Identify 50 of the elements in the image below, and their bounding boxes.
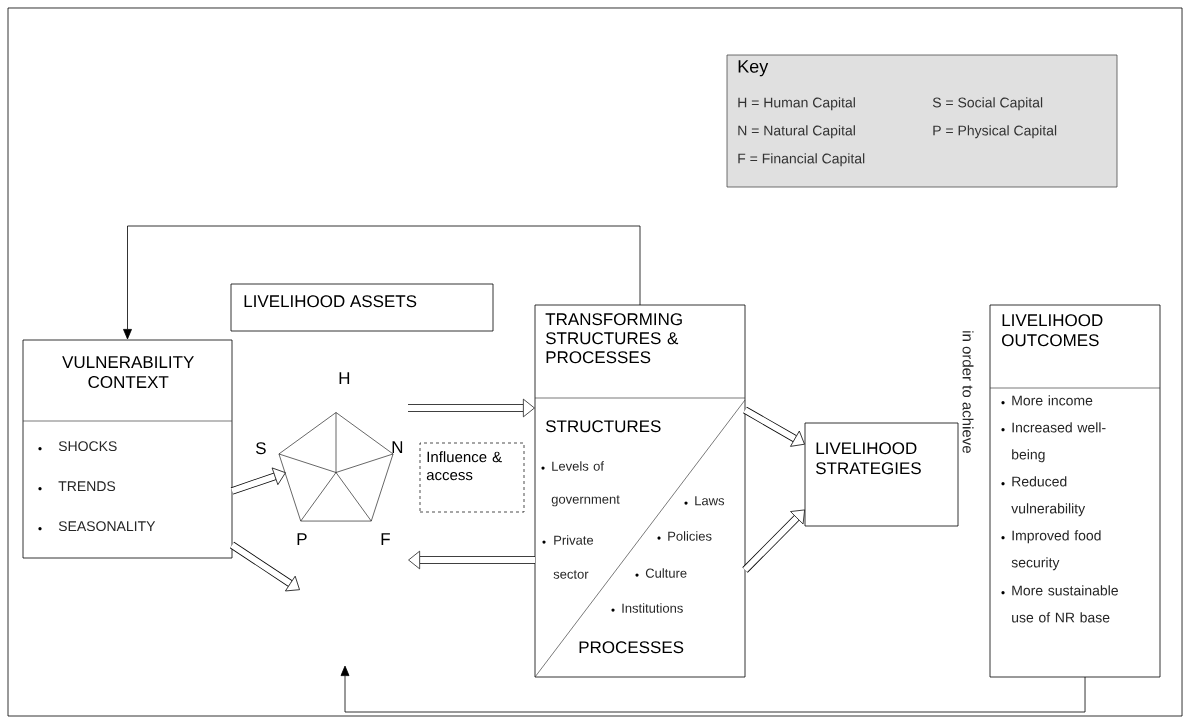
structures-box — [534, 304, 746, 678]
dashed-box — [419, 442, 525, 513]
feedback-arrow — [123, 225, 641, 340]
key-heading: Key — [738, 60, 769, 77]
block-arrow — [230, 467, 286, 495]
block-arrow — [229, 541, 300, 592]
box-heading: TRANSFORMING STRUCTURES & PROCESSES — [545, 313, 682, 364]
box-heading: LIVELIHOOD STRATEGIES — [816, 442, 921, 475]
block-arrow — [408, 398, 535, 418]
capital-letter: F — [381, 533, 390, 545]
key-entry: N = Natural Capital — [738, 125, 855, 139]
key-box — [726, 54, 1118, 188]
strategies-box — [804, 422, 959, 527]
list-item: SHOCKS — [38, 441, 117, 452]
list-item: Levels of government — [541, 461, 620, 507]
list-item: Increased well-being — [1001, 422, 1106, 463]
capital-letter: S — [255, 442, 266, 455]
list-item: More income — [1001, 395, 1093, 406]
feedback-arrow — [340, 665, 1086, 713]
list-item: Improved food security — [1001, 530, 1101, 571]
outcomes-box — [989, 304, 1161, 678]
box-heading: LIVELIHOOD ASSETS — [244, 295, 417, 308]
list-item: Private sector — [542, 535, 594, 579]
list-item: SEASONALITY — [38, 521, 156, 532]
list-item: Laws — [684, 496, 725, 506]
context-box — [22, 339, 233, 559]
box-heading: VULNERABILITY CONTEXT — [62, 356, 194, 389]
vertical-caption: in order to achieve — [962, 331, 974, 453]
asset-pentagon — [255, 372, 403, 545]
block-arrow — [742, 509, 805, 573]
capital-letter: P — [297, 533, 307, 545]
block-arrow — [408, 550, 535, 570]
list-item: Institutions — [611, 603, 683, 613]
title-box — [230, 283, 494, 332]
capital-letter: H — [339, 372, 350, 384]
list-item: More sustainable use of NR base — [1001, 585, 1118, 623]
key-entry: F = Financial Capital — [738, 153, 865, 167]
list-item: Policies — [657, 531, 712, 541]
block-arrow — [743, 406, 805, 447]
section-heading: STRUCTURES — [546, 420, 661, 433]
box-heading: LIVELIHOOD OUTCOMES — [1002, 314, 1103, 347]
list-item: Culture — [635, 568, 687, 578]
list-item: TRENDS — [38, 481, 116, 492]
key-entry: H = Human Capital — [738, 97, 855, 111]
key-entry: P = Physical Capital — [933, 125, 1057, 139]
list-item: Reduced vulnerability — [1001, 476, 1086, 517]
capital-letter: N — [392, 441, 403, 453]
box-text: Influence & access — [426, 451, 502, 481]
section-heading: PROCESSES — [579, 641, 684, 654]
key-entry: S = Social Capital — [932, 97, 1043, 111]
